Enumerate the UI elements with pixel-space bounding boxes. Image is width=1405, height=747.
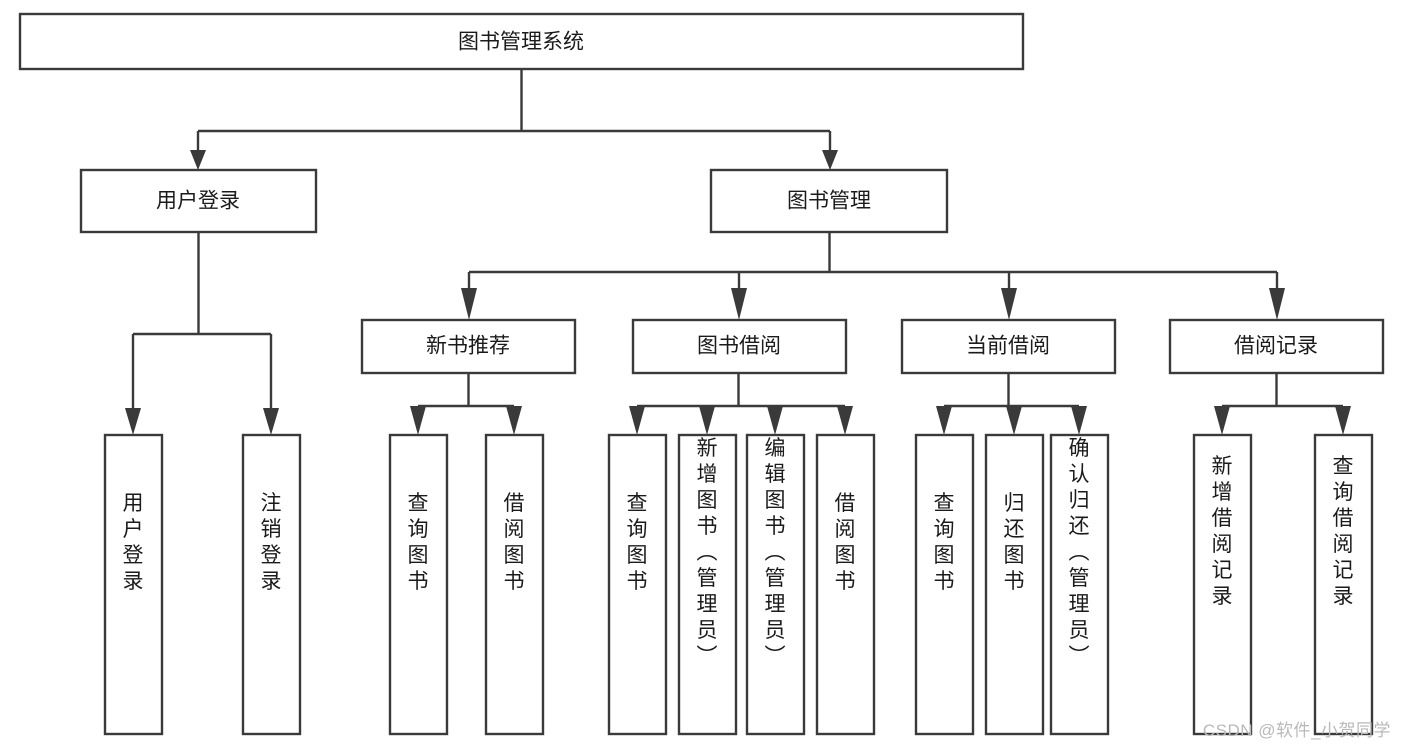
node-leaf-query-book-2-box[interactable] (607, 433, 668, 736)
node-leaf-query-book-3-label: 查询图书 (934, 492, 955, 593)
node-new-book-recommend-label: 新书推荐 (426, 335, 510, 358)
node-current-borrow[interactable]: 当前借阅 (900, 318, 1117, 375)
node-leaf-query-book-1-label: 查询图书 (408, 492, 429, 593)
arrow-head-leaf-user-login (125, 408, 141, 435)
node-leaf-edit-book[interactable]: 编辑图书︵管理员︶ (745, 433, 806, 736)
node-root-box[interactable] (18, 12, 1025, 71)
arrow-head-leaf-edit-book (767, 406, 783, 435)
node-leaf-query-book-3[interactable]: 查询图书 (914, 433, 975, 736)
node-current-borrow-box[interactable] (900, 318, 1117, 375)
node-leaf-confirm-return[interactable]: 确认归还︵管理员︶ (1049, 433, 1110, 736)
node-new-book-recommend-box[interactable] (360, 318, 577, 375)
node-leaf-add-record-box[interactable] (1192, 433, 1253, 736)
node-borrow-record-box[interactable] (1168, 318, 1385, 375)
node-leaf-user-login-box[interactable] (103, 433, 164, 736)
arrow-head-current-borrow (1001, 288, 1017, 320)
node-user-login-label: 用户登录 (156, 190, 240, 213)
arrow-head-leaf-add-record (1214, 406, 1230, 435)
node-leaf-add-record-label: 新增借阅记录 (1212, 455, 1233, 608)
node-leaf-return-book-label: 归还图书 (1004, 492, 1025, 593)
node-current-borrow-label: 当前借阅 (966, 335, 1050, 358)
node-root[interactable]: 图书管理系统 (18, 12, 1025, 71)
arrow-head-leaf-query-book-1 (410, 406, 426, 435)
arrow-head-leaf-borrow-book-1 (506, 406, 522, 435)
arrow-head-leaf-borrow-book-2 (837, 406, 853, 435)
node-book-manage-label: 图书管理 (787, 190, 871, 213)
node-leaf-borrow-book-1-label: 借阅图书 (504, 492, 525, 593)
node-leaf-edit-book-label: 编辑图书︵管理员︶ (765, 437, 786, 668)
node-book-borrow-label: 图书借阅 (697, 335, 781, 358)
node-leaf-add-book-box[interactable] (677, 433, 738, 736)
node-new-book-recommend[interactable]: 新书推荐 (360, 318, 577, 375)
node-leaf-return-book-box[interactable] (984, 433, 1045, 736)
node-book-manage-box[interactable] (709, 168, 949, 234)
node-leaf-borrow-book-2-label: 借阅图书 (835, 492, 856, 593)
connector-group (125, 69, 1351, 435)
node-leaf-return-book[interactable]: 归还图书 (984, 433, 1045, 736)
node-leaf-query-record-box[interactable] (1313, 433, 1374, 736)
arrow-head-leaf-query-book-3 (936, 406, 952, 435)
arrow-head-leaf-logout (263, 408, 279, 435)
arrow-head-leaf-query-record (1335, 406, 1351, 435)
arrow-head-leaf-add-book (699, 406, 715, 435)
node-leaf-logout-login-label: 注销登录 (261, 492, 282, 593)
node-user-login-box[interactable] (79, 168, 318, 234)
arrow-head-leaf-return-book (1006, 406, 1022, 435)
node-leaf-logout-login-box[interactable] (241, 433, 302, 736)
node-leaf-query-record-label: 查询借阅记录 (1333, 455, 1354, 608)
node-borrow-record[interactable]: 借阅记录 (1168, 318, 1385, 375)
node-book-borrow-box[interactable] (631, 318, 848, 375)
node-leaf-user-login-label: 用户登录 (123, 492, 144, 593)
node-book-borrow[interactable]: 图书借阅 (631, 318, 848, 375)
node-leaf-borrow-book-2-box[interactable] (815, 433, 876, 736)
arrow-head-leaf-confirm-return (1071, 406, 1087, 435)
arrow-head-book-manage (822, 150, 838, 170)
node-leaf-borrow-book-1[interactable]: 借阅图书 (484, 433, 545, 736)
node-leaf-edit-book-box[interactable] (745, 433, 806, 736)
node-borrow-record-label: 借阅记录 (1234, 335, 1318, 358)
node-leaf-query-record[interactable]: 查询借阅记录 (1313, 433, 1374, 736)
arrow-head-book-borrow (731, 288, 747, 320)
arrow-head-leaf-query-book-2 (629, 406, 645, 435)
node-user-login[interactable]: 用户登录 (79, 168, 318, 234)
node-leaf-add-book-label: 新增图书︵管理员︶ (697, 437, 718, 668)
node-leaf-user-login[interactable]: 用户登录 (103, 433, 164, 736)
node-root-label: 图书管理系统 (458, 31, 584, 54)
arrow-head-user-login (190, 150, 206, 170)
node-leaf-query-book-1[interactable]: 查询图书 (388, 433, 449, 736)
node-leaf-add-book[interactable]: 新增图书︵管理员︶ (677, 433, 738, 736)
node-leaf-confirm-return-label: 确认归还︵管理员︶ (1069, 437, 1090, 668)
arrow-head-borrow-record (1269, 288, 1285, 320)
node-book-manage[interactable]: 图书管理 (709, 168, 949, 234)
node-leaf-add-record[interactable]: 新增借阅记录 (1192, 433, 1253, 736)
arrow-head-new-book (461, 288, 477, 320)
node-leaf-query-book-2-label: 查询图书 (627, 492, 648, 593)
node-leaf-query-book-1-box[interactable] (388, 433, 449, 736)
node-leaf-query-book-2[interactable]: 查询图书 (607, 433, 668, 736)
node-leaf-query-book-3-box[interactable] (914, 433, 975, 736)
node-leaf-borrow-book-2[interactable]: 借阅图书 (815, 433, 876, 736)
node-leaf-borrow-book-1-box[interactable] (484, 433, 545, 736)
node-leaf-confirm-return-box[interactable] (1049, 433, 1110, 736)
node-leaf-logout-login[interactable]: 注销登录 (241, 433, 302, 736)
